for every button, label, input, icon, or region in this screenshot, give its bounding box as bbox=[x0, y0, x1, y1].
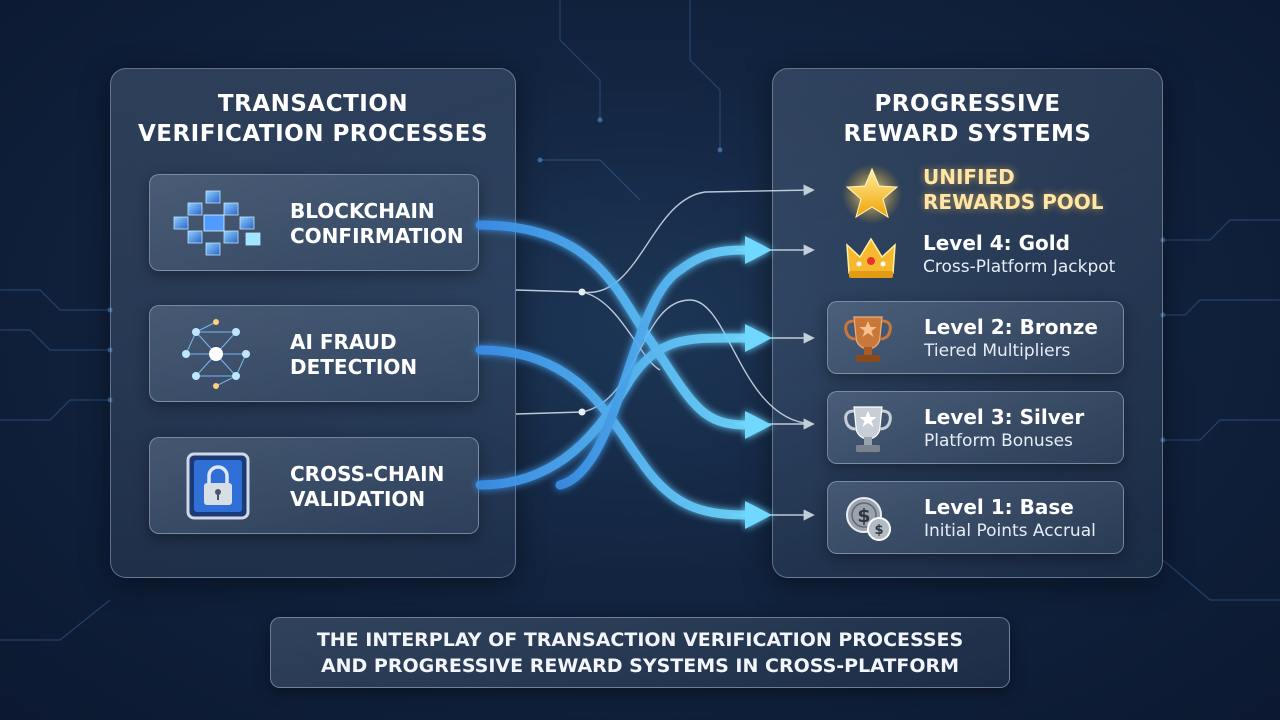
level-card-bronze: Level 2: Bronze Tiered Multipliers bbox=[827, 301, 1124, 374]
process-card-blockchain: BLOCKCHAIN CONFIRMATION bbox=[149, 174, 479, 271]
process-label-ai-fraud: AI FRAUD DETECTION bbox=[290, 330, 475, 380]
level-gold-desc: Cross-Platform Jackpot bbox=[923, 257, 1116, 277]
process-label-blockchain-line2: CONFIRMATION bbox=[290, 224, 464, 248]
reward-panel-title: PROGRESSIVE REWARD SYSTEMS bbox=[773, 89, 1162, 149]
process-label-cross-chain-line1: CROSS-CHAIN bbox=[290, 462, 445, 486]
reward-title-line1: PROGRESSIVE bbox=[874, 91, 1061, 117]
level-gold-name: Level 4: Gold bbox=[923, 231, 1070, 255]
arrowhead-silver bbox=[745, 411, 772, 439]
unified-rewards-pool: UNIFIED REWARDS POOL bbox=[833, 161, 1133, 224]
reward-title-line2: REWARD SYSTEMS bbox=[843, 121, 1092, 147]
verification-title-line2: VERIFICATION PROCESSES bbox=[137, 121, 489, 147]
level-silver-name: Level 3: Silver bbox=[924, 405, 1085, 429]
process-label-cross-chain-line2: VALIDATION bbox=[290, 487, 426, 511]
flow-ai-to-base bbox=[475, 345, 750, 520]
flow-crosschain-to-gold bbox=[555, 245, 750, 490]
connector-branch bbox=[581, 291, 661, 371]
level-base-name: Level 1: Base bbox=[924, 495, 1074, 519]
neural-network-icon bbox=[182, 319, 250, 389]
process-label-blockchain-line1: BLOCKCHAIN bbox=[290, 199, 435, 223]
process-label-blockchain: BLOCKCHAIN CONFIRMATION bbox=[290, 199, 475, 249]
level-bronze-desc: Tiered Multipliers bbox=[924, 341, 1071, 361]
junction-dot-upper bbox=[578, 288, 586, 296]
flow-blockchain-to-silver bbox=[475, 220, 750, 430]
level-card-base: $ $ Level 1: Base Initial Points Accrual bbox=[827, 481, 1124, 554]
process-card-cross-chain: CROSS-CHAIN VALIDATION bbox=[149, 437, 479, 534]
coins-icon: $ $ bbox=[846, 497, 891, 541]
bronze-trophy-icon bbox=[844, 316, 892, 362]
verification-title-line1: TRANSACTION bbox=[217, 91, 409, 117]
arrowhead-base bbox=[745, 501, 772, 529]
blockchain-cubes-icon bbox=[173, 190, 261, 256]
pool-label: UNIFIED REWARDS POOL bbox=[923, 165, 1103, 215]
padlock-screen-icon bbox=[186, 452, 250, 520]
caption-line2: AND PROGRESSIVE REWARD SYSTEMS IN CROSS-… bbox=[320, 655, 960, 677]
caption-line1: THE INTERPLAY OF TRANSACTION VERIFICATIO… bbox=[316, 629, 964, 651]
star-icon bbox=[842, 164, 902, 224]
verification-panel: TRANSACTION VERIFICATION PROCESSES bbox=[110, 68, 516, 578]
connector-to-pool bbox=[515, 184, 815, 293]
crown-icon bbox=[846, 237, 896, 278]
arrowhead-bronze bbox=[745, 324, 772, 352]
level-silver-desc: Platform Bonuses bbox=[924, 431, 1073, 451]
level-base-desc: Initial Points Accrual bbox=[924, 521, 1096, 541]
caption-box: THE INTERPLAY OF TRANSACTION VERIFICATIO… bbox=[270, 617, 1010, 688]
verification-panel-title: TRANSACTION VERIFICATION PROCESSES bbox=[111, 89, 515, 149]
level-gold-row: Level 4: Gold Cross-Platform Jackpot bbox=[833, 229, 1133, 291]
junction-dot-lower bbox=[578, 408, 586, 416]
svg-text:$: $ bbox=[874, 523, 883, 538]
process-label-ai-fraud-line2: DETECTION bbox=[290, 355, 418, 379]
process-card-ai-fraud: AI FRAUD DETECTION bbox=[149, 305, 479, 402]
pool-label-line2: REWARDS POOL bbox=[923, 190, 1104, 214]
level-card-silver: Level 3: Silver Platform Bonuses bbox=[827, 391, 1124, 464]
process-label-ai-fraud-line1: AI FRAUD bbox=[290, 330, 397, 354]
svg-text:$: $ bbox=[857, 505, 870, 527]
process-label-cross-chain: CROSS-CHAIN VALIDATION bbox=[290, 462, 475, 512]
level-bronze-name: Level 2: Bronze bbox=[924, 315, 1098, 339]
silver-trophy-icon bbox=[844, 406, 892, 452]
pool-label-line1: UNIFIED bbox=[923, 165, 1015, 189]
reward-panel: PROGRESSIVE REWARD SYSTEMS UNIFIED REWAR… bbox=[772, 68, 1163, 578]
arrowhead-gold bbox=[745, 236, 772, 264]
